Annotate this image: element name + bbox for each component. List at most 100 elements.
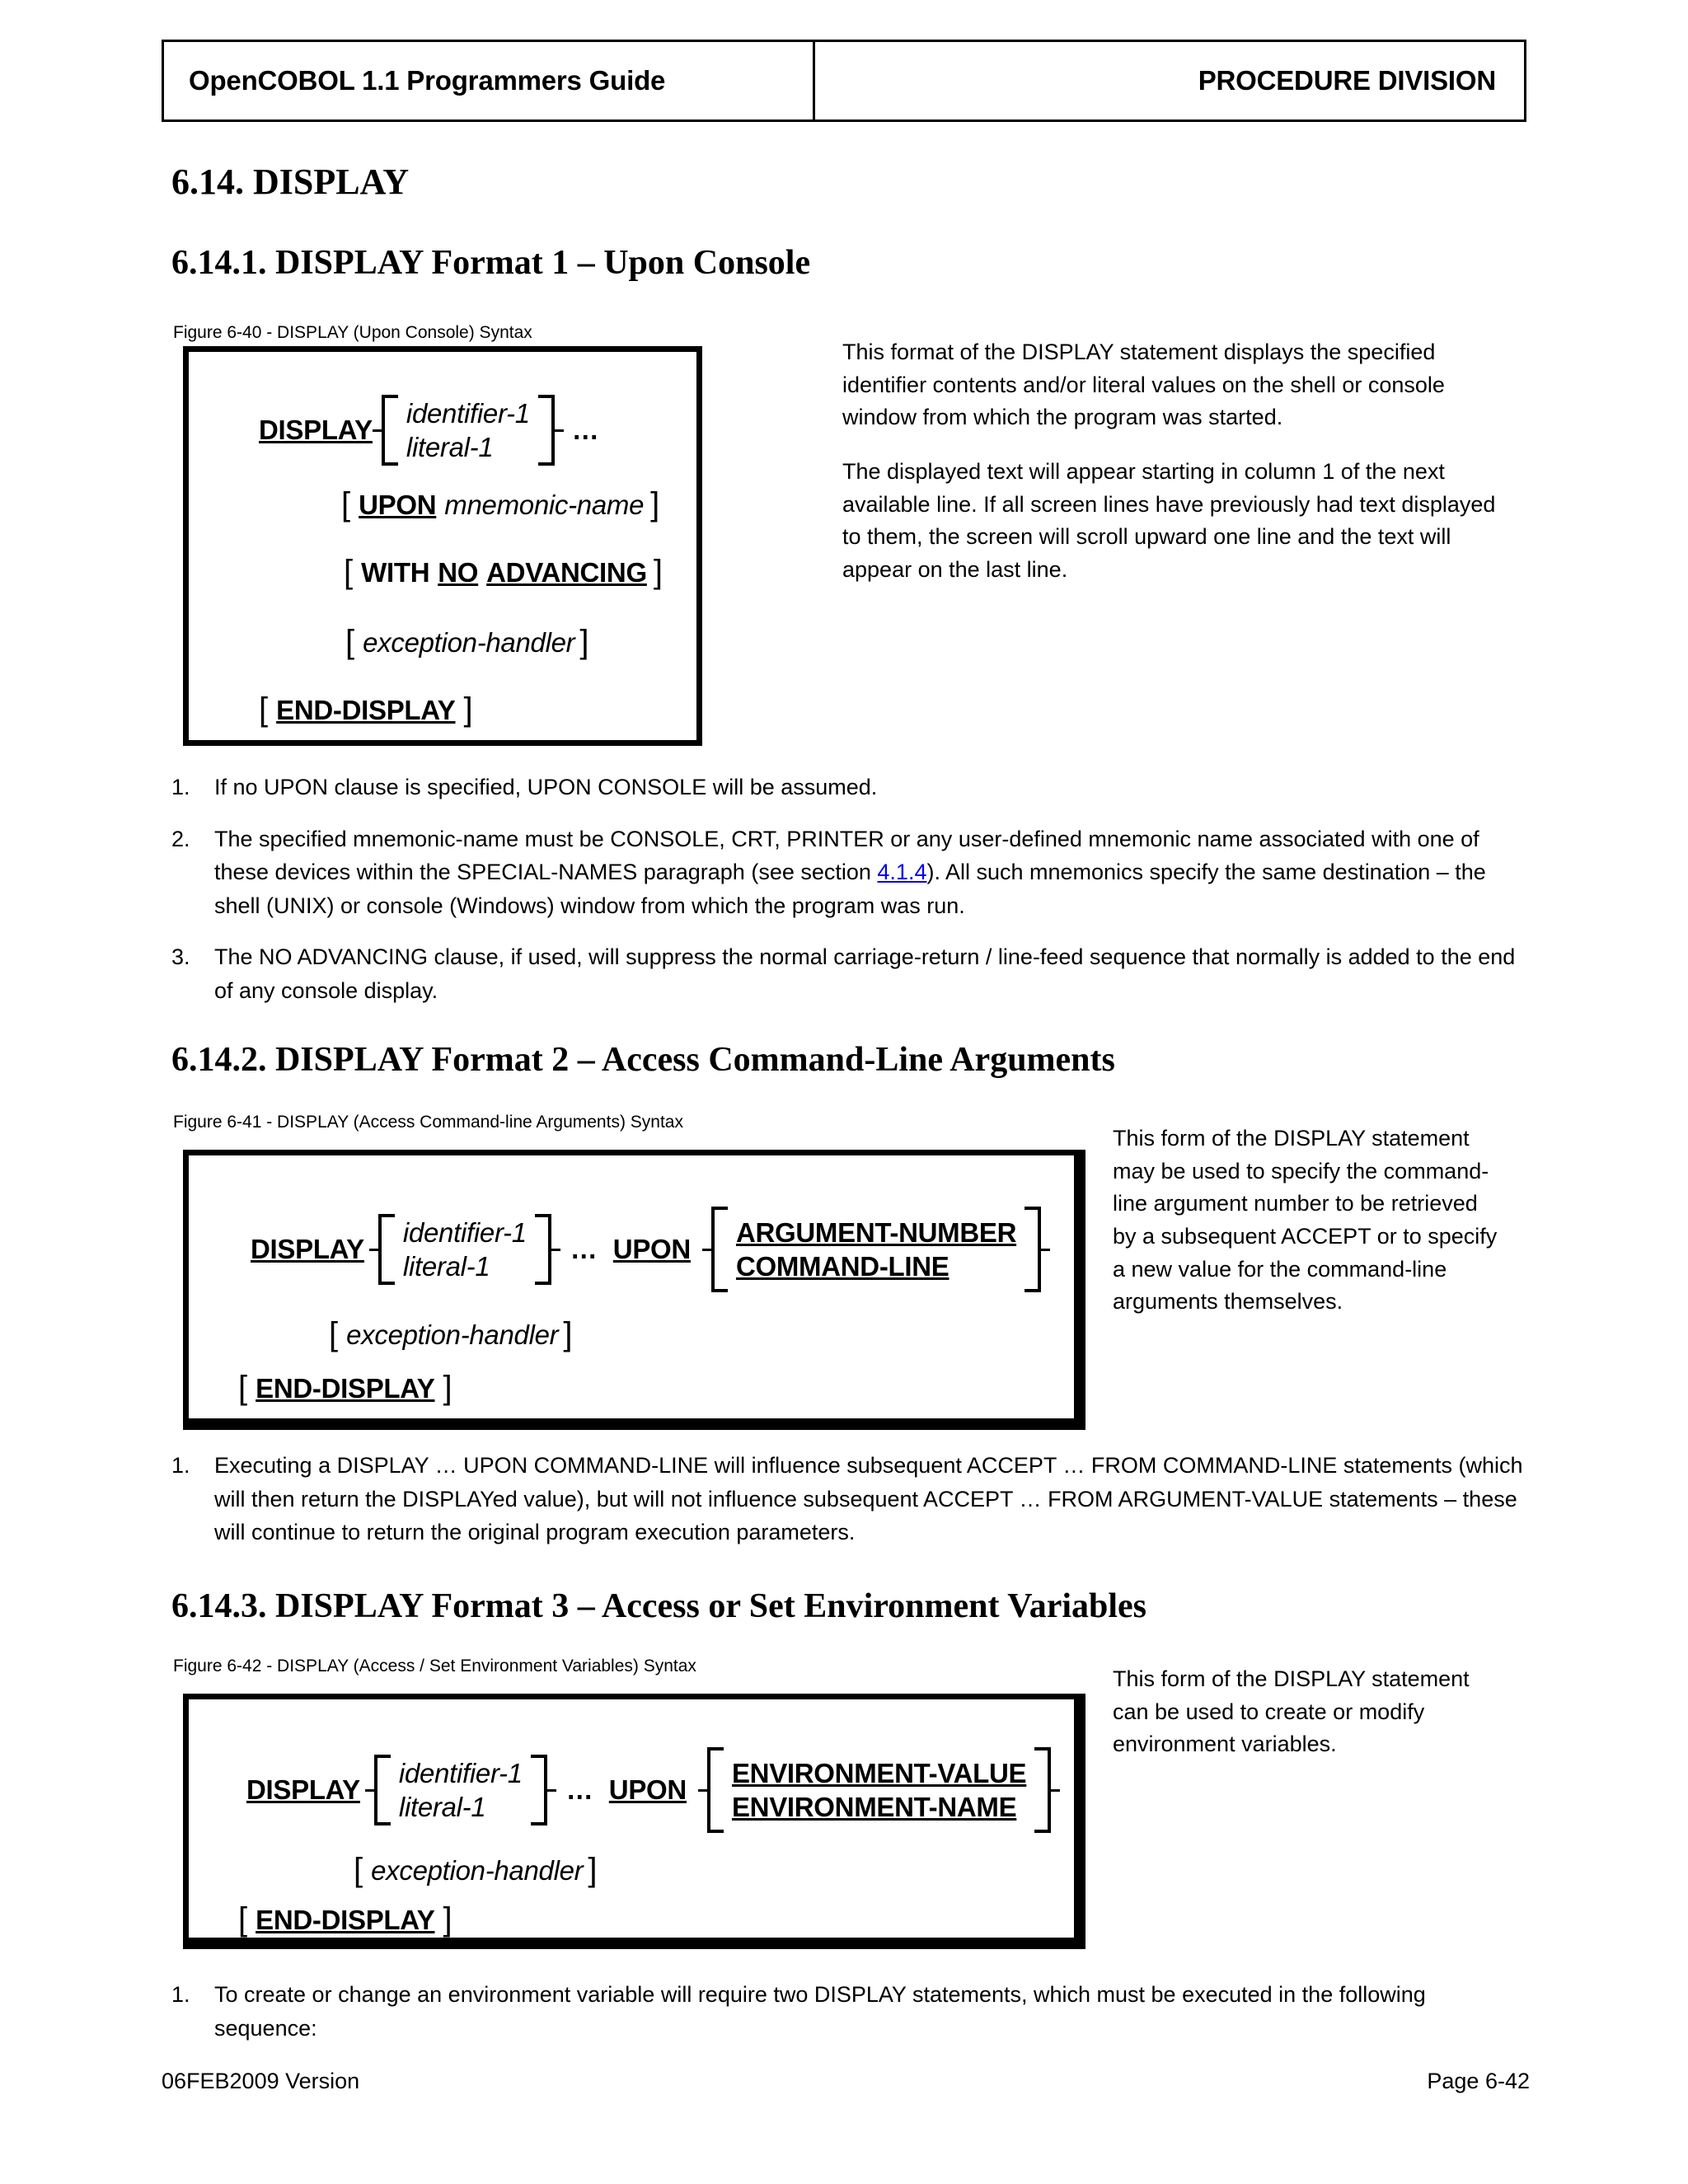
brace-right bbox=[537, 395, 555, 466]
syntax-line-upon-mnemonic: [ UPON mnemonic-name ] bbox=[341, 486, 659, 523]
operand-stack: identifier-1 literal-1 bbox=[398, 391, 538, 470]
bracket-close: ] bbox=[588, 1852, 598, 1888]
syntax-line-end-display: [ END-DISPLAY ] bbox=[238, 1370, 452, 1407]
brace-tick-left bbox=[372, 429, 382, 432]
footer-page-number: Page 6-42 bbox=[1427, 2069, 1530, 2093]
bracket-close: ] bbox=[579, 624, 589, 660]
division-title: PROCEDURE DIVISION bbox=[1198, 65, 1496, 96]
list-text: The specified mnemonic-name must be CONS… bbox=[214, 823, 1527, 923]
syntax-box-figure-6-40: DISPLAY identifier-1 literal-1 … [ UPON … bbox=[183, 346, 702, 746]
keyword-upon: UPON bbox=[612, 1234, 691, 1264]
header-left-cell: OpenCOBOL 1.1 Programmers Guide bbox=[164, 42, 815, 120]
keyword-display: DISPLAY bbox=[246, 1774, 360, 1805]
target-brace-group: ENVIRONMENT-VALUE ENVIRONMENT-NAME bbox=[697, 1747, 1061, 1833]
bracket-close: ] bbox=[443, 1370, 452, 1406]
keyword-upon: UPON bbox=[608, 1774, 687, 1805]
syntax-line-end-display: [ END-DISPLAY ] bbox=[259, 691, 473, 729]
list-marker: 3. bbox=[171, 944, 190, 969]
operand-identifier-1: identifier-1 bbox=[402, 1216, 527, 1248]
brace-right bbox=[530, 1755, 547, 1825]
list-marker: 1. bbox=[171, 1982, 190, 2007]
brace-right bbox=[534, 1214, 551, 1285]
brace-tick-left bbox=[368, 1248, 378, 1251]
bracket-open: [ bbox=[341, 486, 351, 523]
syntax-box-figure-6-41: DISPLAY identifier-1 literal-1 … UPON AR… bbox=[183, 1150, 1085, 1430]
list-text-before-link: The specified mnemonic-name must be CONS… bbox=[214, 826, 1479, 885]
list-item: 1. If no UPON clause is specified, UPON … bbox=[171, 771, 1527, 804]
keyword-end-display: END-DISPLAY bbox=[256, 1372, 435, 1404]
syntax-line-display-upon-target: DISPLAY identifier-1 literal-1 … UPON EN… bbox=[246, 1747, 1061, 1833]
operand-literal-1: literal-1 bbox=[402, 1251, 490, 1282]
section-cross-reference-link[interactable]: 4.1.4 bbox=[877, 860, 927, 884]
document-title: OpenCOBOL 1.1 Programmers Guide bbox=[189, 65, 666, 96]
bracket-open: [ bbox=[329, 1316, 339, 1352]
figure-caption-6-42: Figure 6-42 - DISPLAY (Access / Set Envi… bbox=[173, 1657, 696, 1675]
operand-stack: identifier-1 literal-1 bbox=[395, 1211, 535, 1289]
syntax-line-display-operands: DISPLAY identifier-1 literal-1 … bbox=[259, 391, 600, 470]
heading-6-14: 6.14. DISPLAY bbox=[171, 162, 410, 202]
syntax-line-with-no-advancing: [ WITH NO ADVANCING ] bbox=[344, 554, 663, 591]
bracket-close: ] bbox=[463, 691, 473, 728]
notes-list-6-14-1: 1. If no UPON clause is specified, UPON … bbox=[171, 771, 1527, 1007]
syntax-line-display-upon-target: DISPLAY identifier-1 literal-1 … UPON AR… bbox=[251, 1207, 1051, 1292]
brace-left bbox=[377, 1214, 395, 1285]
page-footer: 06FEB2009 Version Page 6-42 bbox=[162, 2069, 1530, 2094]
keyword-no: NO bbox=[438, 556, 479, 588]
bracket-open: [ bbox=[238, 1370, 248, 1406]
brace-left bbox=[373, 1755, 391, 1825]
target-environment-name: ENVIRONMENT-NAME bbox=[731, 1792, 1017, 1822]
brace-right bbox=[1034, 1747, 1052, 1833]
brace-tick-left bbox=[697, 1788, 707, 1792]
bracket-open: [ bbox=[238, 1901, 248, 1938]
bracket-open: [ bbox=[259, 691, 269, 728]
operand-brace-group: identifier-1 literal-1 bbox=[372, 391, 564, 470]
side-text-6-14-1: This format of the DISPLAY statement dis… bbox=[842, 336, 1502, 587]
list-marker: 2. bbox=[171, 826, 190, 851]
side-paragraph: The displayed text will appear starting … bbox=[842, 459, 1496, 583]
operand-literal-1: literal-1 bbox=[406, 432, 494, 463]
target-brace-group: ARGUMENT-NUMBER COMMAND-LINE bbox=[701, 1207, 1051, 1292]
brace-tick-right bbox=[551, 1248, 560, 1251]
brace-right bbox=[1025, 1207, 1042, 1292]
syntax-box-figure-6-42: DISPLAY identifier-1 literal-1 … UPON EN… bbox=[183, 1694, 1085, 1949]
keyword-end-display: END-DISPLAY bbox=[256, 1904, 435, 1935]
keyword-end-display: END-DISPLAY bbox=[276, 694, 456, 725]
brace-left bbox=[706, 1747, 724, 1833]
operand-identifier-1: identifier-1 bbox=[406, 398, 530, 429]
operand-identifier-1: identifier-1 bbox=[398, 1757, 523, 1788]
brace-tick-right bbox=[1051, 1788, 1061, 1792]
page-header: OpenCOBOL 1.1 Programmers Guide PROCEDUR… bbox=[162, 40, 1526, 122]
heading-6-14-2: 6.14.2. DISPLAY Format 2 – Access Comman… bbox=[171, 1041, 1115, 1079]
header-right-cell: PROCEDURE DIVISION bbox=[815, 42, 1524, 120]
footer-version: 06FEB2009 Version bbox=[162, 2069, 360, 2093]
keyword-display: DISPLAY bbox=[251, 1234, 364, 1264]
list-text: Executing a DISPLAY … UPON COMMAND-LINE … bbox=[214, 1453, 1523, 1544]
target-environment-value: ENVIRONMENT-VALUE bbox=[731, 1757, 1027, 1788]
operand-exception-handler: exception-handler bbox=[346, 1319, 559, 1350]
bracket-close: ] bbox=[653, 554, 663, 590]
side-paragraph: This form of the DISPLAY statement may b… bbox=[1113, 1126, 1498, 1315]
notes-list-6-14-3: 1. To create or change an environment va… bbox=[171, 1978, 1527, 2045]
target-stack: ENVIRONMENT-VALUE ENVIRONMENT-NAME bbox=[724, 1751, 1034, 1830]
operand-mnemonic-name: mnemonic-name bbox=[444, 489, 645, 520]
notes-list-6-14-2: 1. Executing a DISPLAY … UPON COMMAND-LI… bbox=[171, 1449, 1527, 1549]
figure-caption-6-40: Figure 6-40 - DISPLAY (Upon Console) Syn… bbox=[173, 323, 532, 342]
bracket-close: ] bbox=[563, 1316, 573, 1352]
list-item: 1. To create or change an environment va… bbox=[171, 1978, 1527, 2045]
brace-left bbox=[381, 395, 398, 466]
ellipsis-repeat: … bbox=[565, 1774, 594, 1805]
brace-left bbox=[710, 1207, 728, 1292]
list-item: 2. The specified mnemonic-name must be C… bbox=[171, 823, 1527, 923]
side-text-6-14-2: This form of the DISPLAY statement may b… bbox=[1113, 1122, 1500, 1319]
list-marker: 1. bbox=[171, 1453, 190, 1478]
bracket-open: [ bbox=[345, 624, 355, 660]
side-text-6-14-3: This form of the DISPLAY statement can b… bbox=[1113, 1663, 1500, 1761]
operand-brace-group: identifier-1 literal-1 bbox=[364, 1751, 556, 1830]
heading-6-14-1: 6.14.1. DISPLAY Format 1 – Upon Console bbox=[171, 244, 811, 282]
syntax-line-exception-handler: [ exception-handler ] bbox=[354, 1852, 598, 1889]
ellipsis-repeat: … bbox=[571, 415, 600, 446]
brace-tick-left bbox=[701, 1248, 711, 1251]
bracket-open: [ bbox=[344, 554, 354, 590]
keyword-display: DISPLAY bbox=[259, 415, 373, 446]
brace-tick-right bbox=[554, 429, 564, 432]
